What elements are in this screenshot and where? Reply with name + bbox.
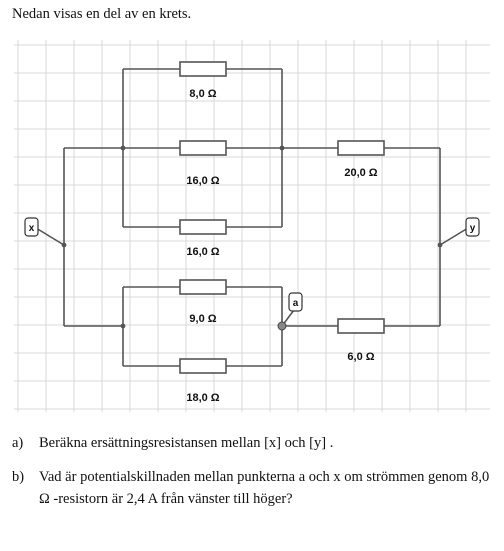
resistor-label-20: 20,0 Ω	[344, 167, 377, 179]
resistor-label-16-lower: 16,0 Ω	[186, 246, 219, 258]
wires	[35, 68, 469, 367]
circuit-diagram: 8,0 Ω 16,0 Ω 16,0 Ω 20,0 Ω 9,0 Ω 18,0 Ω …	[14, 40, 490, 412]
resistor-8-ohm	[179, 61, 227, 77]
svg-text:x: x	[29, 223, 35, 234]
question-b-label: b)	[12, 469, 25, 485]
resistor-9-ohm	[179, 279, 227, 295]
resistor-label-16-upper: 16,0 Ω	[186, 175, 219, 187]
point-x-tag: x	[24, 217, 39, 237]
question-a-text: Beräkna ersättningsresistansen mellan [x…	[39, 435, 334, 451]
svg-text:y: y	[470, 223, 476, 234]
grid-background	[14, 40, 490, 412]
resistor-label-6: 6,0 Ω	[347, 351, 374, 363]
resistor-6-ohm	[337, 318, 385, 334]
resistor-bodies	[179, 61, 385, 374]
resistor-18-ohm	[179, 358, 227, 374]
intro-text: Nedan visas en del av en krets.	[12, 6, 192, 22]
point-a-tag: a	[288, 292, 303, 312]
resistor-label-9: 9,0 Ω	[189, 313, 216, 325]
resistor-16-ohm-lower	[179, 219, 227, 235]
question-a-label: a)	[12, 435, 24, 451]
point-y-tag: y	[465, 217, 480, 237]
point-a-node	[277, 321, 287, 331]
question-b-text: Vad är potentialskillnaden mellan punkte…	[39, 469, 490, 507]
svg-text:a: a	[293, 298, 299, 309]
resistor-label-18: 18,0 Ω	[186, 392, 219, 404]
resistor-16-ohm-upper	[179, 140, 227, 156]
resistor-20-ohm	[337, 140, 385, 156]
resistor-label-8: 8,0 Ω	[189, 88, 216, 100]
junction-dots	[61, 145, 443, 329]
